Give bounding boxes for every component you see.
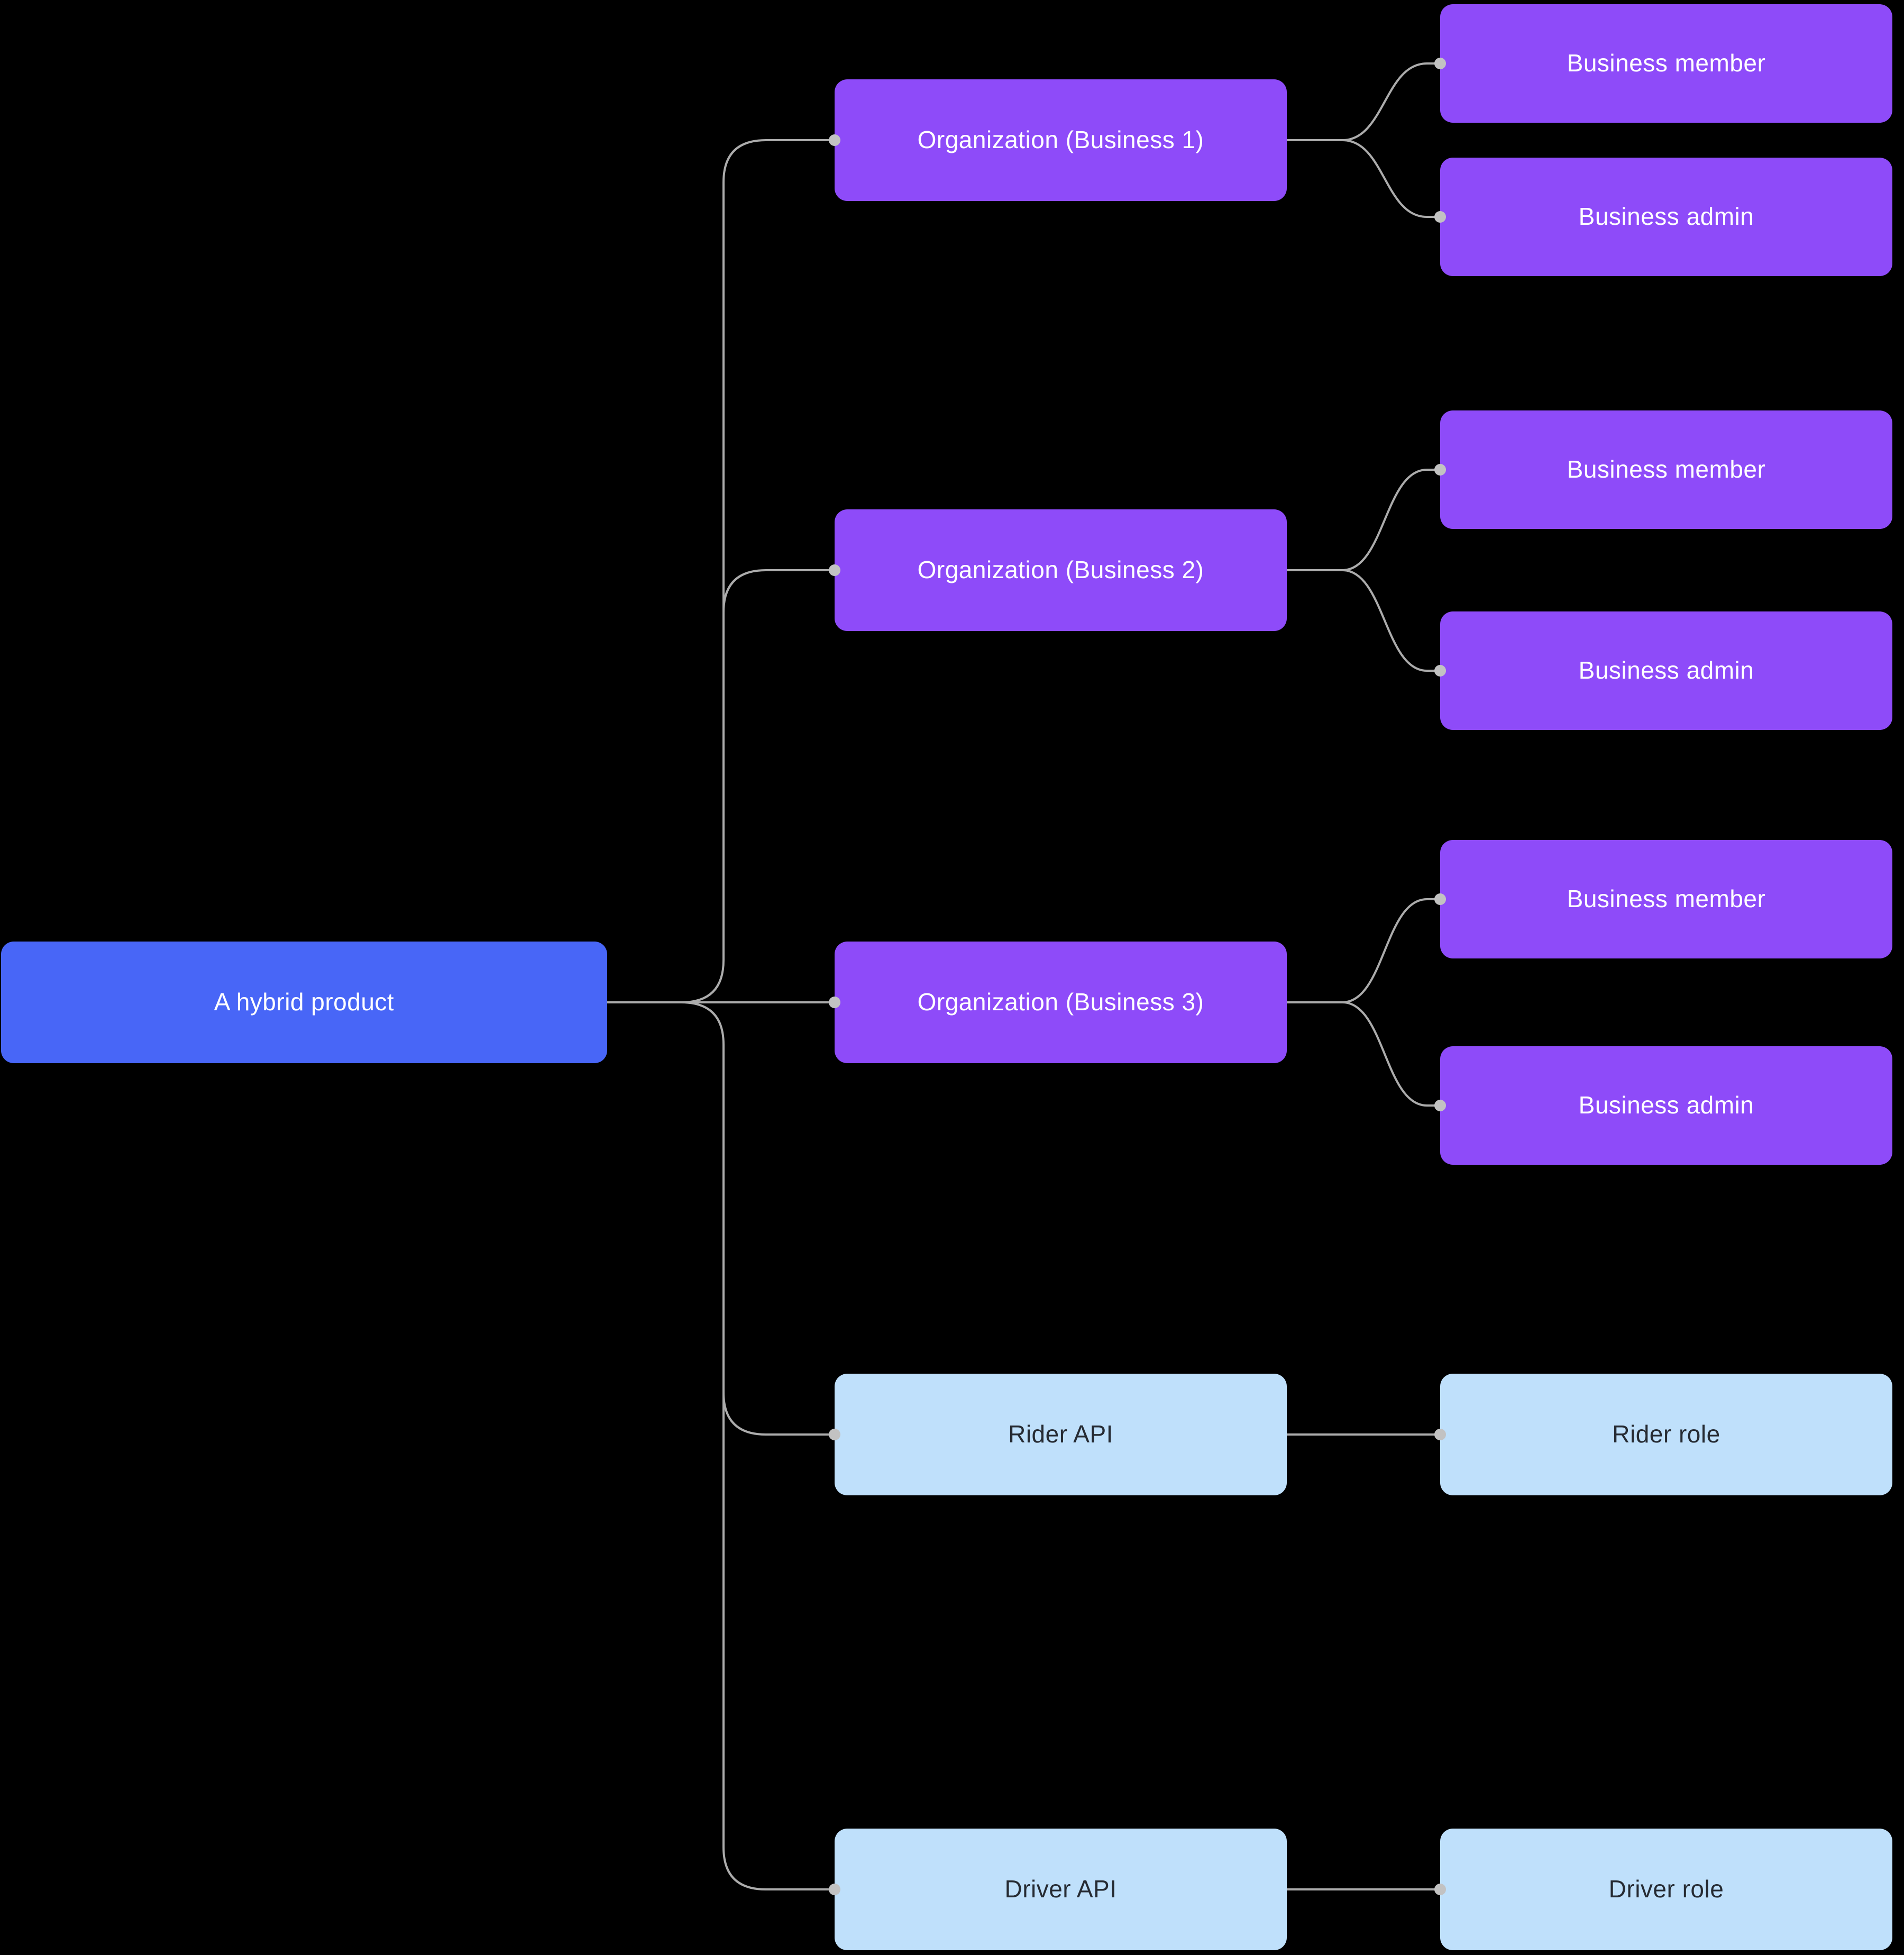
- connector-line: [722, 569, 835, 613]
- node-business-member-2[interactable]: Business member: [1440, 410, 1892, 529]
- connector-line: [1342, 898, 1440, 1003]
- node-business-admin[interactable]: Business admin: [1440, 158, 1892, 276]
- node-label: Organization (Business 3): [917, 988, 1204, 1016]
- connector-line: [681, 1001, 835, 1890]
- connection-handle[interactable]: [1434, 665, 1446, 677]
- connection-handle[interactable]: [1434, 464, 1446, 476]
- node-organization-business-1[interactable]: Organization (Business 1): [835, 79, 1287, 201]
- connection-handle[interactable]: [829, 997, 840, 1008]
- connector-line: [1342, 469, 1440, 571]
- node-a-hybrid-product[interactable]: A hybrid product: [1, 942, 607, 1063]
- connector-line: [1342, 139, 1440, 218]
- node-rider-role[interactable]: Rider role: [1440, 1374, 1892, 1495]
- node-label: Organization (Business 1): [917, 126, 1204, 154]
- node-business-member-3[interactable]: Business member: [1440, 840, 1892, 958]
- node-rider-api[interactable]: Rider API: [835, 1374, 1287, 1495]
- node-label: Rider role: [1612, 1420, 1720, 1448]
- node-label: A hybrid product: [214, 988, 395, 1016]
- node-business-admin-2[interactable]: Business admin: [1440, 611, 1892, 730]
- node-driver-api[interactable]: Driver API: [835, 1829, 1287, 1950]
- node-label: Driver role: [1608, 1875, 1724, 1903]
- connection-handle[interactable]: [1434, 1100, 1446, 1111]
- node-label: Driver API: [1004, 1875, 1117, 1903]
- node-organization-business-3[interactable]: Organization (Business 3): [835, 942, 1287, 1063]
- connection-handle[interactable]: [1434, 1429, 1446, 1440]
- node-organization-business-2[interactable]: Organization (Business 2): [835, 509, 1287, 631]
- node-business-admin-3[interactable]: Business admin: [1440, 1046, 1892, 1165]
- node-label: Business member: [1567, 455, 1766, 483]
- connector-line: [1342, 569, 1440, 672]
- node-label: Business admin: [1578, 656, 1754, 684]
- connection-handle[interactable]: [1434, 211, 1446, 223]
- node-label: Organization (Business 2): [917, 556, 1204, 584]
- connection-handle[interactable]: [829, 134, 840, 146]
- connection-handle[interactable]: [1434, 58, 1446, 69]
- connector-line: [681, 139, 835, 1003]
- connection-handle[interactable]: [829, 1429, 840, 1440]
- node-label: Business member: [1567, 885, 1766, 913]
- connector-line: [1342, 1001, 1440, 1107]
- connection-handle[interactable]: [1434, 893, 1446, 905]
- node-label: Business admin: [1578, 1091, 1754, 1119]
- connection-handle[interactable]: [829, 564, 840, 576]
- node-label: Business member: [1567, 49, 1766, 77]
- connection-handle[interactable]: [829, 1884, 840, 1895]
- connector-line: [722, 1392, 835, 1436]
- connection-handle[interactable]: [1434, 1884, 1446, 1895]
- node-business-member[interactable]: Business member: [1440, 4, 1892, 123]
- node-label: Business admin: [1578, 203, 1754, 231]
- connector-line: [1342, 62, 1440, 141]
- node-label: Rider API: [1008, 1420, 1113, 1448]
- node-driver-role[interactable]: Driver role: [1440, 1829, 1892, 1950]
